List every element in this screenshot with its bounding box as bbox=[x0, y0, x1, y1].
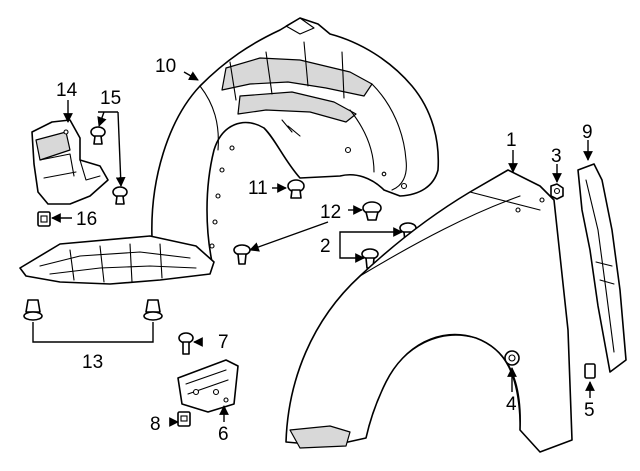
nut-part[interactable] bbox=[550, 183, 564, 200]
bracket-clip-part[interactable] bbox=[177, 411, 191, 427]
callout-7: 7 bbox=[218, 332, 229, 353]
callout-15: 15 bbox=[100, 88, 121, 109]
seal-part[interactable] bbox=[577, 163, 627, 373]
callout-2: 2 bbox=[320, 236, 331, 257]
splash-shield-part[interactable] bbox=[19, 235, 215, 285]
callout-5: 5 bbox=[584, 400, 595, 421]
plug-part[interactable] bbox=[504, 350, 520, 366]
leader-lines bbox=[32, 71, 595, 427]
callout-14: 14 bbox=[56, 80, 78, 101]
callout-1: 1 bbox=[506, 130, 517, 151]
lower-bracket-part[interactable] bbox=[177, 359, 239, 413]
callout-9: 9 bbox=[582, 122, 593, 143]
callout-12: 12 bbox=[320, 202, 341, 223]
callout-labels: 1 2 3 4 5 6 7 8 9 10 11 12 13 14 15 16 bbox=[56, 56, 595, 445]
fender-liner-part[interactable] bbox=[151, 17, 440, 273]
bracket-bolt-part[interactable] bbox=[178, 332, 194, 355]
retainer-part[interactable] bbox=[233, 201, 382, 265]
callout-16: 16 bbox=[76, 209, 97, 230]
callout-13: 13 bbox=[82, 352, 103, 373]
callout-10: 10 bbox=[155, 56, 176, 77]
callout-4: 4 bbox=[506, 394, 517, 415]
push-pin-part[interactable] bbox=[90, 126, 128, 205]
callout-3: 3 bbox=[551, 146, 562, 167]
callout-6: 6 bbox=[218, 424, 229, 445]
callout-8: 8 bbox=[150, 414, 161, 435]
clip-part[interactable] bbox=[37, 211, 51, 227]
fender-part[interactable] bbox=[285, 169, 573, 453]
callout-11: 11 bbox=[248, 178, 268, 199]
liner-pin-part[interactable] bbox=[287, 179, 305, 199]
screw-part[interactable] bbox=[23, 299, 163, 321]
fender-clip-part[interactable] bbox=[584, 363, 596, 379]
